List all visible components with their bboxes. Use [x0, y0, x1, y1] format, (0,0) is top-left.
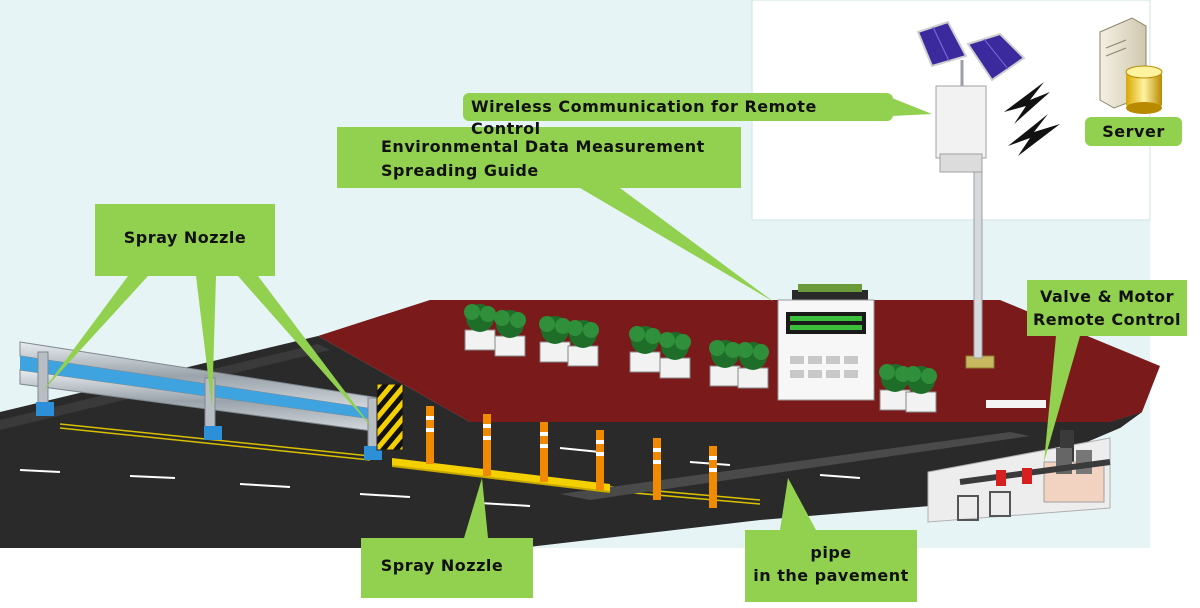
plant-icon	[494, 310, 526, 357]
median-strip	[318, 300, 1160, 422]
wireless-signal-icon	[1004, 82, 1060, 156]
plant-icon	[629, 326, 661, 373]
nozzle-block	[36, 402, 54, 416]
plant-icon	[709, 340, 741, 387]
plant-icon	[567, 320, 599, 367]
callout-valve-motor	[1027, 280, 1187, 336]
server-icon	[1099, 17, 1163, 114]
plant-icon	[879, 364, 911, 411]
solar-pole-unit	[916, 20, 1026, 369]
plant-icon	[659, 332, 691, 379]
median-opening	[986, 400, 1046, 408]
guardrail	[19, 341, 382, 460]
plant-icon	[539, 316, 571, 363]
spray-pipe-guardrail	[20, 356, 380, 420]
delineator-posts	[426, 406, 717, 508]
nozzle-block	[204, 426, 222, 440]
callout-spray-nozzle-top	[95, 204, 275, 276]
plant-icon	[905, 366, 937, 413]
plant-icon	[737, 342, 769, 389]
valve-motor-room	[927, 430, 1111, 523]
planters	[464, 304, 937, 413]
sign-board-icon	[777, 284, 875, 401]
callout-spray-nozzle-bottom	[361, 538, 533, 598]
callout-shapes	[42, 93, 1187, 602]
solar-panel-icon	[916, 20, 1026, 82]
callout-pipe	[745, 530, 917, 602]
hazard-end-sign	[376, 383, 404, 451]
curb-spray-bar	[392, 458, 610, 492]
pavement-pipe-trench	[560, 432, 1030, 500]
callout-server	[1085, 117, 1182, 146]
callout-env-data	[337, 127, 741, 188]
plant-icon	[464, 304, 496, 351]
callout-wireless	[463, 93, 893, 121]
